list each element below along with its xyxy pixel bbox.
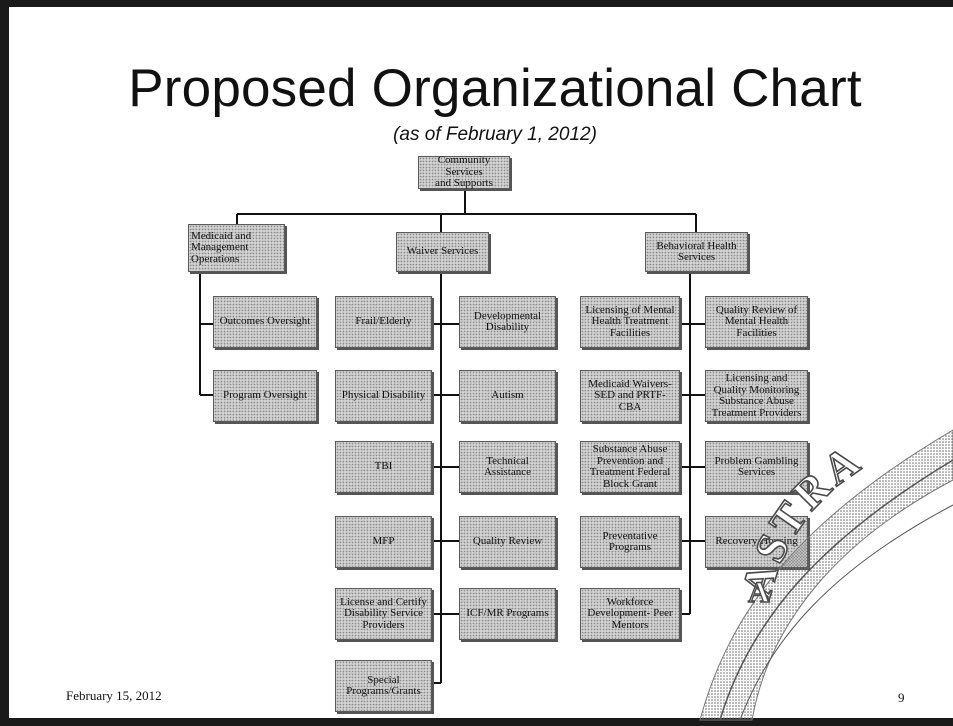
org-node-unit: Licensing and Quality Monitoring Substan… [705, 370, 808, 422]
org-node-label: Outcomes Oversight [219, 315, 311, 328]
footer-date: February 15, 2012 [66, 688, 162, 703]
org-node-label: Behavioral Health Services [656, 239, 737, 263]
org-node-label: Problem Gambling Services [714, 454, 799, 478]
org-node-unit: Medicaid Waivers- SED and PRTF- CBA [580, 370, 680, 422]
org-node-label: Substance Abuse Prevention and Treatment… [589, 443, 671, 490]
org-node-label: Licensing and Quality Monitoring Substan… [711, 372, 802, 419]
org-node-label: Developmental Disability [473, 309, 542, 333]
org-node-unit: Quality Review [459, 516, 556, 568]
org-node-unit: Technical Assistance [459, 441, 556, 493]
org-node-unit: Autism [459, 370, 556, 422]
slide-subtitle: (as of February 1, 2012) [393, 124, 597, 145]
org-node-unit: Licensing of Mental Health Treatment Fac… [580, 296, 680, 348]
org-node-unit: License and Certify Disability Service P… [335, 588, 432, 640]
org-node-root: Community Services and Supports [418, 154, 510, 190]
org-node-label: Recovery Housing [715, 535, 798, 548]
org-node-label: ICF/MR Programs [466, 607, 549, 620]
page-number: 9 [898, 690, 905, 705]
org-node-unit: Preventative Programs [580, 516, 680, 568]
org-node-unit: Problem Gambling Services [705, 441, 808, 493]
org-node-unit: Physical Disability [335, 370, 432, 422]
org-node-unit: Frail/Elderly [335, 296, 432, 348]
org-node-label: Program Oversight [222, 389, 307, 402]
org-node-label: Waiver Services [406, 245, 479, 258]
org-node-label: Medicaid and Management Operations [191, 229, 252, 265]
org-node-unit: Special Programs/Grants [335, 660, 432, 712]
org-node-unit: Substance Abuse Prevention and Treatment… [580, 441, 680, 493]
org-node-label: MFP [372, 535, 395, 548]
org-node-label: Community Services and Supports [435, 154, 493, 190]
org-node-unit: Quality Review of Mental Health Faciliti… [705, 296, 808, 348]
org-node-label: Quality Review of Mental Health Faciliti… [715, 303, 798, 339]
org-node-unit: Workforce Development- Peer Mentors [580, 588, 680, 640]
org-node-label: Medicaid Waivers- SED and PRTF- CBA [588, 377, 672, 413]
org-node-unit: Outcomes Oversight [213, 296, 317, 348]
org-node-label: Licensing of Mental Health Treatment Fac… [585, 303, 675, 339]
org-node-unit: TBI [335, 441, 432, 493]
org-node-label: Preventative Programs [602, 529, 658, 553]
org-node-label: Frail/Elderly [355, 315, 412, 328]
org-node-label: Technical Assistance [483, 454, 532, 478]
org-node-label: TBI [374, 460, 393, 473]
org-node-division-waiver: Waiver Services [396, 232, 489, 272]
slide-border-left [0, 0, 9, 726]
slide-border-bottom [0, 718, 953, 726]
org-node-label: Physical Disability [341, 389, 426, 402]
stamp-letter: A [748, 576, 770, 609]
org-node-label: Special Programs/Grants [346, 673, 421, 697]
org-node-unit: ICF/MR Programs [459, 588, 556, 640]
org-node-unit: Developmental Disability [459, 296, 556, 348]
slide-title: Proposed Organizational Chart [128, 59, 862, 118]
org-node-unit: MFP [335, 516, 432, 568]
org-node-label: License and Certify Disability Service P… [340, 595, 427, 631]
org-node-division-behavioral: Behavioral Health Services [645, 232, 748, 272]
org-node-unit: Program Oversight [213, 370, 317, 422]
org-node-division-medicaid: Medicaid and Management Operations [188, 224, 285, 272]
org-node-label: Workforce Development- Peer Mentors [587, 595, 673, 631]
slide-border-top [0, 0, 953, 7]
org-node-label: Autism [491, 389, 524, 402]
org-node-label: Quality Review [472, 535, 543, 548]
